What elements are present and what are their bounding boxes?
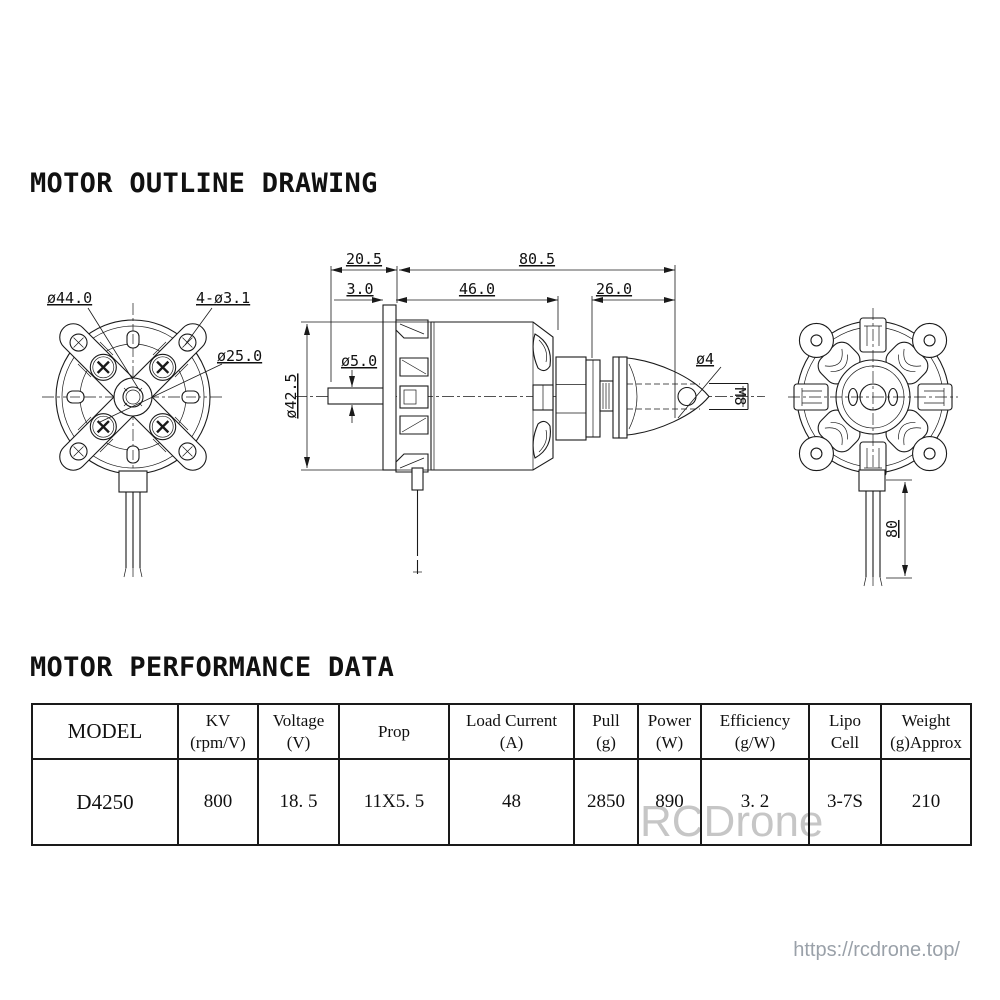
header-line1: Power — [647, 711, 692, 731]
front-shaft-hub — [113, 377, 153, 417]
dim-shaft-diameter: ø5.0 — [341, 352, 377, 370]
header-line2: (W) — [655, 732, 684, 752]
header-line1: Weight — [901, 711, 951, 731]
header-line2: (g/W) — [734, 732, 776, 752]
dim-outer-diameter: ø44.0 — [47, 289, 92, 307]
spinner-cone — [626, 357, 749, 436]
col-header-power: Power (W) — [637, 703, 702, 760]
col-header-voltage: Voltage (V) — [257, 703, 340, 760]
motor-can — [430, 321, 554, 471]
rear-shaft — [327, 387, 391, 405]
cell-weight: 210 — [880, 758, 972, 846]
dim-wire-length: 80 — [883, 520, 901, 538]
cell-efficiency: 3. 2 — [700, 758, 810, 846]
header-line1: KV — [205, 711, 231, 731]
front-wires — [118, 470, 148, 578]
cell-voltage: 18. 5 — [257, 758, 340, 846]
col-header-load-current: Load Current (A) — [448, 703, 575, 760]
dim-thread: M8 — [731, 387, 749, 405]
header-line1: Pull — [592, 711, 620, 731]
dim-total-length: 80.5 — [519, 250, 555, 268]
col-header-kv: KV (rpm/V) — [177, 703, 259, 760]
dim-body-diameter: ø42.5 — [282, 373, 300, 418]
header-line1: MODEL — [67, 719, 143, 744]
dim-bolt-circle: ø25.0 — [217, 347, 262, 365]
front-view: ø44.0 4-ø3.1 ø25.0 — [42, 289, 262, 578]
header-line1: Load Current — [465, 711, 558, 731]
mount-plate — [382, 304, 397, 471]
bracket-fingers — [395, 319, 429, 473]
dim-body-length: 46.0 — [459, 280, 495, 298]
cell-model: D4250 — [31, 758, 179, 846]
header-line1: Voltage — [272, 711, 325, 731]
side-dimensions: 20.5 80.5 3.0 46.0 26.0 ø5.0 ø42.5 ø4 M8 — [282, 250, 749, 471]
header-line2: (V) — [286, 732, 311, 752]
cell-prop: 11X5. 5 — [338, 758, 450, 846]
cell-power: 890 — [637, 758, 702, 846]
table-data-row: D4250 800 18. 5 11X5. 5 48 2850 890 3. 2… — [31, 758, 972, 846]
dim-mount-holes: 4-ø3.1 — [196, 289, 250, 307]
header-line2: (g) — [596, 732, 616, 752]
dim-plate-thickness: 3.0 — [346, 280, 373, 298]
header-line1: Lipo — [828, 711, 862, 731]
rear-view: 80 — [788, 308, 958, 587]
cell-lipo-cell: 3-7S — [808, 758, 882, 846]
header-line1: Efficiency — [719, 711, 791, 731]
cell-load-current: 48 — [448, 758, 575, 846]
side-view: 20.5 80.5 3.0 46.0 26.0 ø5.0 ø42.5 ø4 M8 — [282, 250, 765, 574]
dim-prop-pin-hole: ø4 — [696, 350, 714, 368]
performance-data-title: MOTOR PERFORMANCE DATA — [30, 652, 395, 683]
rear-dimension: 80 — [883, 479, 912, 579]
header-line1: Prop — [377, 721, 411, 741]
dim-shaft-protrusion: 20.5 — [346, 250, 382, 268]
header-line2: (g)Approx — [890, 732, 962, 752]
header-line2: Cell — [830, 732, 860, 752]
dim-adapter-length: 26.0 — [596, 280, 632, 298]
col-header-pull: Pull (g) — [573, 703, 639, 760]
rear-ears — [798, 322, 948, 472]
header-line2: (rpm/V) — [190, 732, 246, 752]
prop-adapter — [555, 356, 628, 441]
rear-wires — [858, 469, 886, 587]
col-header-efficiency: Efficiency (g/W) — [700, 703, 810, 760]
col-header-weight: Weight (g)Approx — [880, 703, 972, 760]
cell-pull: 2850 — [573, 758, 639, 846]
header-line2: (A) — [499, 732, 524, 752]
col-header-prop: Prop — [338, 703, 450, 760]
table-header-row: MODEL KV (rpm/V) Voltage (V) Prop Load C… — [31, 703, 972, 760]
col-header-model: MODEL — [31, 703, 179, 760]
cell-kv: 800 — [177, 758, 259, 846]
site-url-text: https://rcdrone.top/ — [793, 939, 960, 961]
side-wire — [411, 467, 424, 574]
col-header-lipo-cell: Lipo Cell — [808, 703, 882, 760]
outline-drawing-title: MOTOR OUTLINE DRAWING — [30, 168, 378, 199]
performance-table: MODEL KV (rpm/V) Voltage (V) Prop Load C… — [31, 703, 972, 846]
